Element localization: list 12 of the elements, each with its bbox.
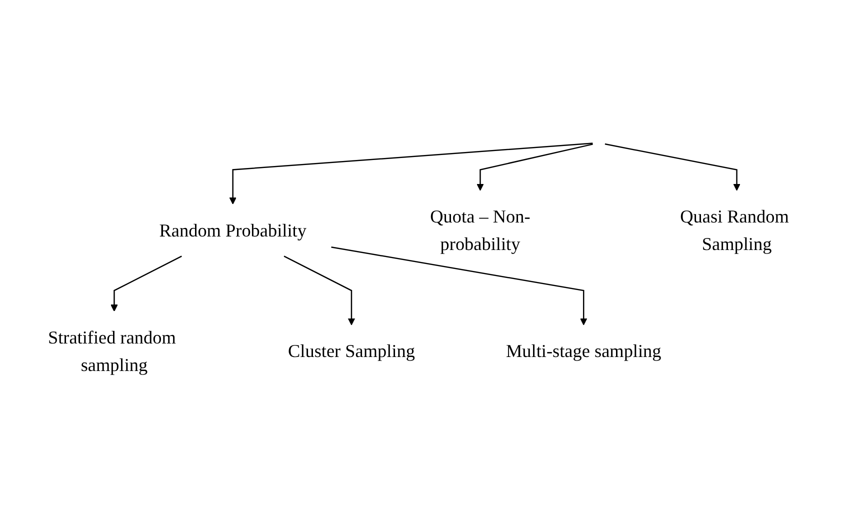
category-label: Cluster Sampling xyxy=(288,339,415,364)
category-label: Stratified random sampling xyxy=(46,326,177,377)
arrow xyxy=(229,142,593,204)
arrow xyxy=(476,143,593,191)
arrow xyxy=(604,143,740,191)
category-label: Multi-stage sampling xyxy=(506,339,662,364)
category-label: Random Probability xyxy=(159,218,306,242)
arrow xyxy=(284,256,356,326)
category-label: Quota – Non-probability xyxy=(429,204,532,256)
arrow xyxy=(110,256,182,312)
arrow xyxy=(331,246,588,326)
category-label: Quasi Random Sampling xyxy=(679,204,790,256)
